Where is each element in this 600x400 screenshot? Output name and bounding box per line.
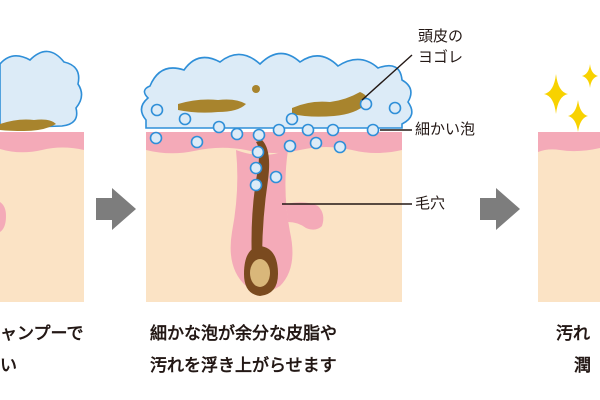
- caption-center-line2: 汚れを浮き上がらせます: [150, 356, 337, 376]
- bubble: [333, 140, 347, 154]
- bubble: [359, 97, 373, 111]
- bubble: [190, 135, 204, 149]
- right-panel: [538, 64, 600, 302]
- bubble: [178, 112, 192, 126]
- dirt-speck: [252, 85, 260, 93]
- bubble: [269, 170, 283, 184]
- bubble: [252, 128, 266, 142]
- right-epidermis: [538, 132, 600, 152]
- lifted-dirt-left: [178, 99, 246, 113]
- bubble: [149, 131, 163, 145]
- bubble: [212, 120, 226, 134]
- arrow-right-icon: [96, 188, 136, 230]
- left-hair-follicle: [0, 202, 6, 232]
- dermal-papilla: [250, 259, 270, 287]
- arrow-right-icon: [480, 188, 520, 230]
- caption-right-line2: 潤: [574, 356, 591, 376]
- bubble: [309, 136, 323, 150]
- center-panel: [140, 52, 413, 302]
- left-scalp-dirt: [0, 119, 56, 131]
- bubble: [388, 101, 402, 115]
- label-pore: 毛穴: [415, 194, 446, 212]
- bubble: [283, 139, 297, 153]
- bubble: [285, 112, 299, 126]
- left-foam-cloud: [0, 50, 83, 129]
- caption-left-line2: い: [0, 356, 17, 376]
- right-skin: [538, 132, 600, 302]
- bubble: [150, 103, 164, 117]
- sparkle-icon: [582, 64, 598, 88]
- caption-right-line1: 汚れ: [556, 324, 590, 344]
- left-panel: [0, 50, 84, 302]
- sparkle-icon: [544, 74, 568, 114]
- bubble: [326, 123, 340, 137]
- sebaceous-gland: [286, 202, 324, 230]
- bubble: [249, 161, 263, 175]
- bubble: [249, 178, 263, 192]
- sparkle-icon: [568, 100, 588, 132]
- bubble: [251, 145, 265, 159]
- leader-line-dirt: [361, 54, 413, 101]
- fine-foam-bubbles: [149, 97, 402, 192]
- label-fine-foam: 細かい泡: [415, 120, 476, 138]
- bubble: [272, 123, 286, 137]
- caption-center-line1: 細かな泡が余分な皮脂や: [150, 324, 337, 344]
- bubble: [301, 123, 315, 137]
- hair-shaft: [251, 140, 270, 262]
- label-scalp-dirt: 頭皮の ヨゴレ: [418, 27, 464, 66]
- left-epidermis: [0, 132, 84, 153]
- center-epidermis: [146, 132, 402, 154]
- bubble: [230, 127, 244, 141]
- lifted-dirt-right: [292, 92, 368, 117]
- left-skin: [0, 132, 84, 302]
- caption-left-line1: ャンプーで: [0, 324, 84, 344]
- bubble: [366, 123, 380, 137]
